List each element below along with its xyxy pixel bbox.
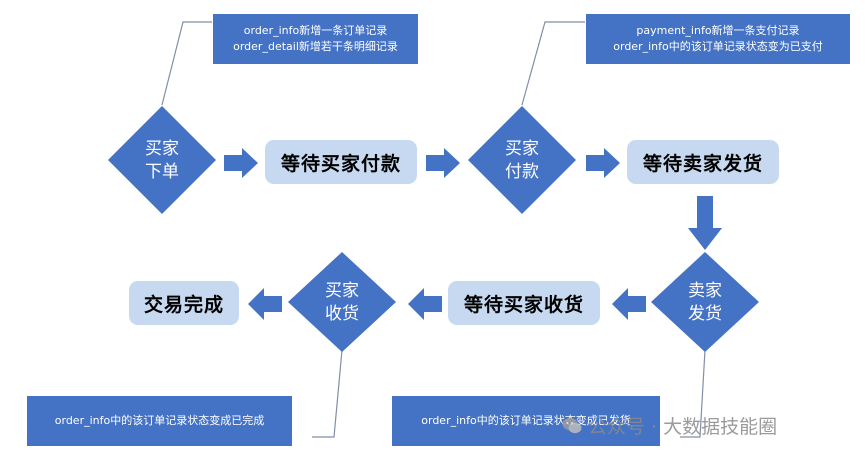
decision-buyer-pay-line2: 付款 [505, 162, 539, 182]
diamond-seller-ship [651, 252, 759, 352]
decision-buyer-pay-line1: 买家 [505, 139, 539, 159]
note-payment-line1: payment_info新增一条支付记录 [636, 24, 800, 37]
callout-line-payment [521, 21, 585, 106]
decision-buyer-pay: 买家 付款 [482, 138, 562, 184]
callout-line-shipped [680, 349, 706, 438]
note-shipped: order_info中的该订单记录状态变成已发货 [392, 396, 660, 446]
note-completed-line1: order_info中的该订单记录状态变成已完成 [54, 414, 265, 427]
diamond-buyer-pay [468, 106, 576, 214]
decision-buyer-receive-line2: 收货 [325, 304, 359, 324]
step-wait-receive: 等待买家收货 [448, 281, 600, 325]
diamond-buyer-order [108, 106, 216, 214]
step-done: 交易完成 [129, 281, 239, 325]
decision-seller-ship-line1: 卖家 [688, 281, 722, 301]
watermark-text: 公众号 · 大数据技能圈 [588, 416, 778, 438]
arrow-left-3 [248, 288, 282, 320]
decision-buyer-receive: 买家 收货 [302, 280, 382, 326]
diamond-buyer-receive [288, 252, 396, 352]
arrow-right-1 [224, 148, 258, 178]
decision-buyer-order: 买家 下单 [122, 138, 202, 184]
arrow-right-2 [426, 148, 460, 178]
arrow-left-2 [408, 288, 442, 320]
note-order-created-line1: order_info新增一条订单记录 [243, 24, 388, 37]
step-wait-ship: 等待卖家发货 [627, 140, 779, 184]
decision-seller-ship-line2: 发货 [688, 304, 722, 324]
decision-buyer-receive-line1: 买家 [325, 281, 359, 301]
arrow-left-1 [612, 288, 646, 320]
arrow-down [688, 196, 722, 250]
decision-buyer-order-line2: 下单 [145, 162, 179, 182]
note-order-created-line2: order_detail新增若干条明细记录 [233, 40, 398, 53]
decision-buyer-order-line1: 买家 [145, 139, 179, 159]
wechat-icon [562, 417, 582, 433]
note-payment-line2: order_info中的该订单记录状态变为已支付 [613, 40, 823, 53]
decision-seller-ship: 卖家 发货 [665, 280, 745, 326]
note-payment: payment_info新增一条支付记录 order_info中的该订单记录状态… [586, 14, 850, 64]
note-order-created: order_info新增一条订单记录 order_detail新增若干条明细记录 [213, 14, 418, 64]
callout-line-order-created [161, 21, 212, 106]
watermark: 公众号 · 大数据技能圈 [562, 412, 777, 439]
arrow-right-3 [586, 148, 620, 178]
step-wait-pay: 等待买家付款 [265, 140, 417, 184]
note-completed: order_info中的该订单记录状态变成已完成 [27, 396, 292, 446]
callout-line-completed [312, 349, 343, 438]
